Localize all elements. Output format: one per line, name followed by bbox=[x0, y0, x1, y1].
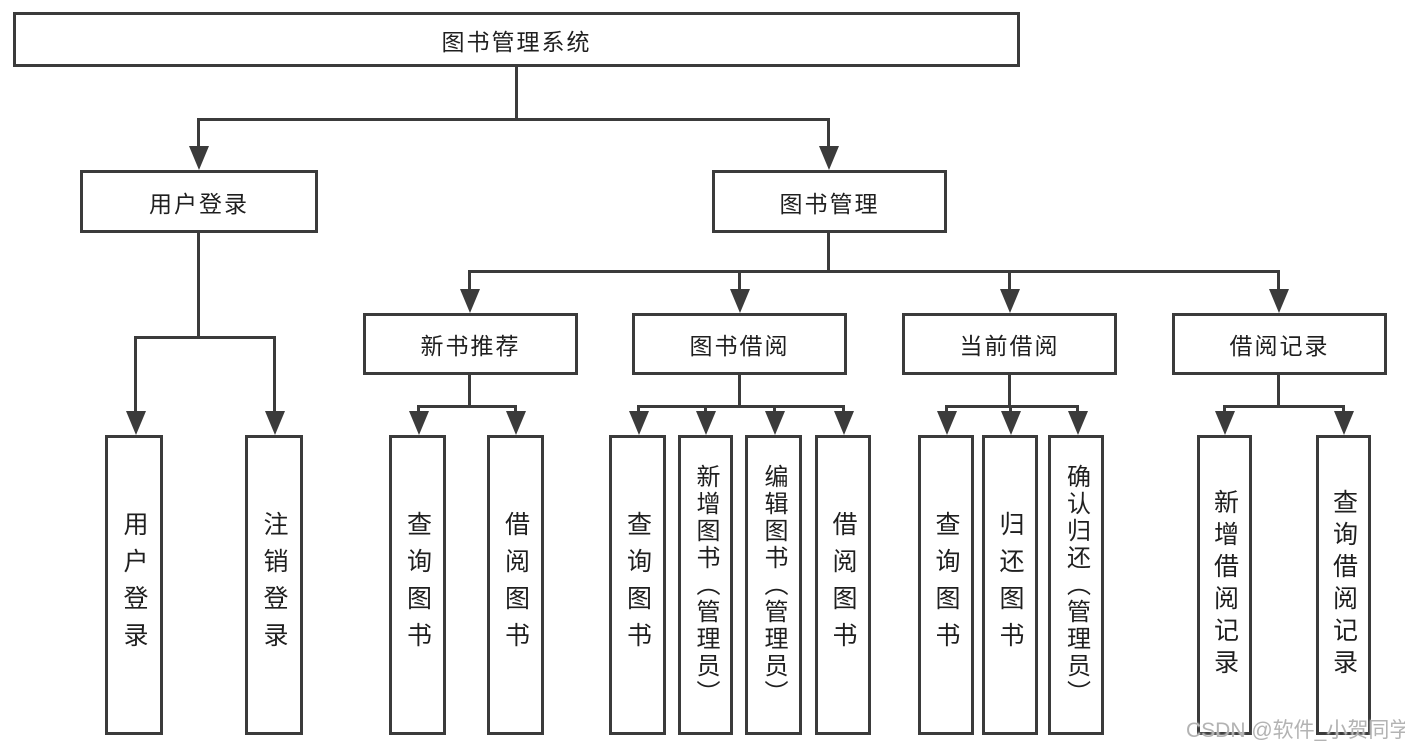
connector-line bbox=[514, 405, 517, 414]
connector-line bbox=[773, 405, 776, 414]
leaf-label: 编辑图书（管理员） bbox=[760, 463, 787, 707]
leaf-add-borrow-record: 新增借阅记录 bbox=[1197, 435, 1252, 735]
arrowhead-down-icon bbox=[629, 411, 649, 435]
arrowhead-down-icon bbox=[460, 289, 480, 313]
watermark: CSDN @软件_小贺同学 bbox=[1186, 719, 1405, 742]
leaf-label: 查询图书 bbox=[932, 511, 960, 659]
connector-line bbox=[468, 270, 471, 291]
leaf-confirm-return-admin: 确认归还（管理员） bbox=[1048, 435, 1104, 735]
arrowhead-down-icon bbox=[409, 411, 429, 435]
leaf-label: 查询图书 bbox=[623, 511, 652, 659]
connector-line bbox=[738, 374, 741, 408]
connector-line bbox=[417, 405, 420, 414]
connector-line bbox=[738, 270, 741, 291]
arrowhead-down-icon bbox=[1001, 411, 1021, 435]
leaf-add-book-admin: 新增图书（管理员） bbox=[678, 435, 733, 735]
leaf-label: 查询借阅记录 bbox=[1329, 489, 1358, 681]
arrowhead-down-icon bbox=[1269, 289, 1289, 313]
connector-line bbox=[704, 405, 707, 414]
leaf-label: 注销登录 bbox=[260, 511, 288, 659]
leaf-label: 确认归还（管理员） bbox=[1062, 463, 1090, 707]
leaf-borrow-books-recommend: 借阅图书 bbox=[487, 435, 544, 735]
connector-line bbox=[1008, 270, 1011, 291]
leaf-query-borrow-record: 查询借阅记录 bbox=[1316, 435, 1371, 735]
connector-line bbox=[1008, 374, 1011, 408]
node-label: 图书借阅 bbox=[689, 333, 790, 359]
connector-line bbox=[637, 405, 640, 414]
node-label: 新书推荐 bbox=[420, 333, 521, 359]
leaf-edit-book-admin: 编辑图书（管理员） bbox=[745, 435, 802, 735]
connector-line bbox=[197, 118, 830, 121]
connector-line bbox=[945, 405, 948, 414]
leaf-return-books: 归还图书 bbox=[982, 435, 1038, 735]
arrowhead-down-icon bbox=[834, 411, 854, 435]
arrowhead-down-icon bbox=[1334, 411, 1354, 435]
connector-line bbox=[827, 118, 830, 148]
connector-line bbox=[197, 232, 200, 339]
arrowhead-down-icon bbox=[265, 411, 285, 435]
arrowhead-down-icon bbox=[1215, 411, 1235, 435]
node-current-borrowing: 当前借阅 bbox=[902, 313, 1117, 375]
node-borrowing-records: 借阅记录 bbox=[1172, 313, 1387, 375]
connector-line bbox=[1342, 405, 1345, 414]
leaf-label: 用户登录 bbox=[120, 511, 148, 659]
arrowhead-down-icon bbox=[126, 411, 146, 435]
leaf-user-login: 用户登录 bbox=[105, 435, 163, 735]
arrowhead-down-icon bbox=[189, 146, 209, 170]
connector-line bbox=[468, 374, 471, 408]
arrowhead-down-icon bbox=[730, 289, 750, 313]
node-label: 图书管理系统 bbox=[441, 28, 592, 55]
node-label: 图书管理 bbox=[779, 190, 880, 217]
arrowhead-down-icon bbox=[819, 146, 839, 170]
leaf-label: 借阅图书 bbox=[829, 511, 857, 659]
connector-line bbox=[197, 118, 200, 148]
arrowhead-down-icon bbox=[1068, 411, 1088, 435]
leaf-label: 借阅图书 bbox=[501, 511, 530, 659]
leaf-label: 新增借阅记录 bbox=[1210, 489, 1239, 681]
leaf-query-books-borrowing: 查询图书 bbox=[609, 435, 666, 735]
connector-line bbox=[134, 336, 137, 413]
connector-line bbox=[945, 405, 1079, 408]
leaf-query-books-current: 查询图书 bbox=[918, 435, 974, 735]
connector-line bbox=[515, 66, 518, 120]
connector-line bbox=[842, 405, 845, 414]
connector-line bbox=[1076, 405, 1079, 414]
connector-line bbox=[1277, 270, 1280, 291]
connector-line bbox=[1277, 374, 1280, 408]
node-label: 当前借阅 bbox=[959, 333, 1060, 359]
connector-line bbox=[468, 270, 1280, 273]
arrowhead-down-icon bbox=[1000, 289, 1020, 313]
leaf-label: 新增图书（管理员） bbox=[692, 463, 719, 707]
connector-line bbox=[134, 336, 276, 339]
node-library-management-system: 图书管理系统 bbox=[13, 12, 1020, 67]
arrowhead-down-icon bbox=[765, 411, 785, 435]
node-user-login: 用户登录 bbox=[80, 170, 318, 233]
leaf-query-books-recommend: 查询图书 bbox=[389, 435, 446, 735]
arrowhead-down-icon bbox=[696, 411, 716, 435]
node-label: 借阅记录 bbox=[1229, 333, 1330, 359]
connector-line bbox=[273, 336, 276, 413]
arrowhead-down-icon bbox=[937, 411, 957, 435]
connector-line bbox=[1223, 405, 1345, 408]
leaf-borrow-books-borrowing: 借阅图书 bbox=[815, 435, 871, 735]
connector-line bbox=[827, 232, 830, 273]
arrowhead-down-icon bbox=[506, 411, 526, 435]
node-book-borrowing: 图书借阅 bbox=[632, 313, 847, 375]
leaf-label: 归还图书 bbox=[996, 511, 1024, 659]
connector-line bbox=[417, 405, 517, 408]
connector-line bbox=[637, 405, 845, 408]
leaf-label: 查询图书 bbox=[403, 511, 432, 659]
node-new-book-recommendation: 新书推荐 bbox=[363, 313, 578, 375]
node-label: 用户登录 bbox=[149, 190, 249, 217]
leaf-logout: 注销登录 bbox=[245, 435, 303, 735]
node-book-management: 图书管理 bbox=[712, 170, 947, 233]
connector-line bbox=[1223, 405, 1226, 414]
connector-line bbox=[1009, 405, 1012, 414]
